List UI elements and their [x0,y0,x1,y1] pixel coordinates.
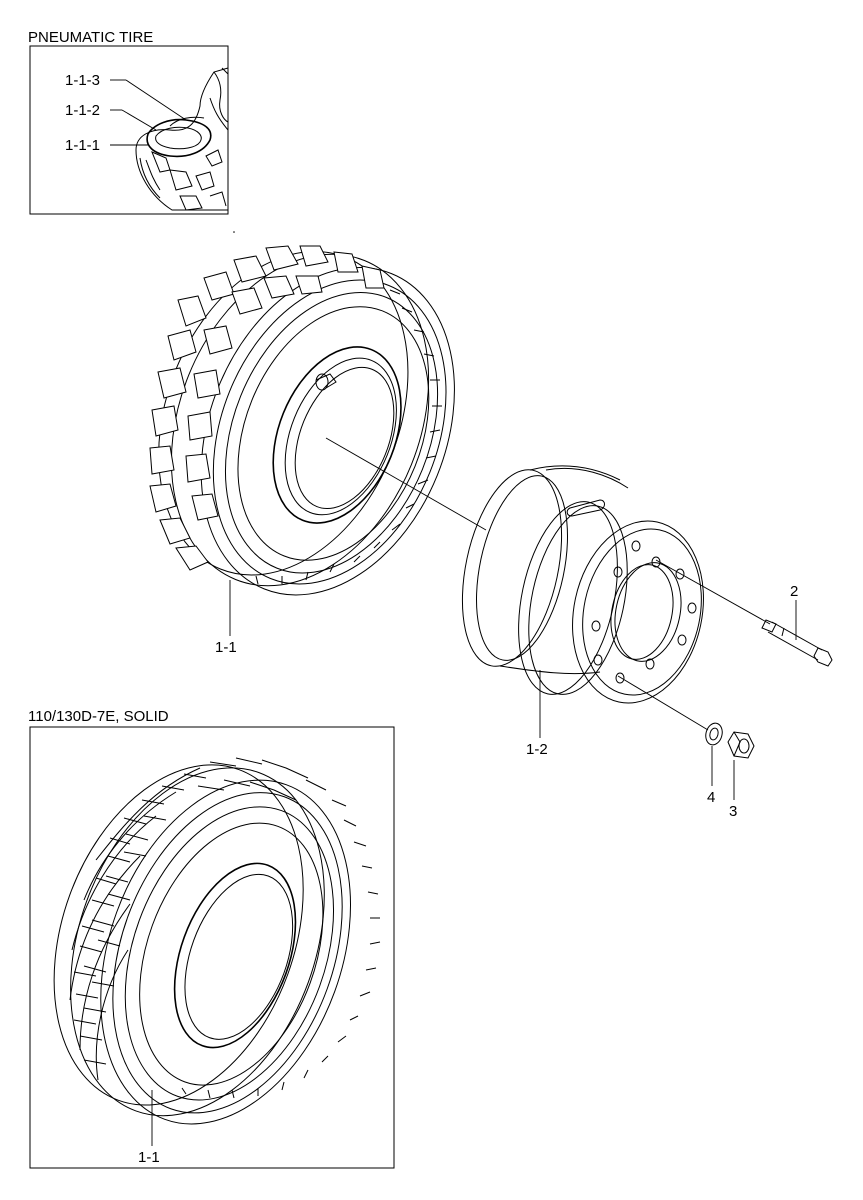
solid-tire [53,757,381,1125]
solid-inset-title: 110/130D-7E, SOLID [28,708,169,725]
callout-4: 4 [707,789,715,806]
pneumatic-inset-frame [29,45,229,215]
solid-tire-inset: 110/130D-7E, SOLID [28,708,395,1169]
callout-1-2: 1-2 [526,741,548,758]
main-tire-tread [149,245,442,585]
pneumatic-tire-cutaway [135,67,229,211]
callout-3: 3 [729,803,737,820]
wheel-rim [461,465,704,704]
callout-1-1-3: 1-1-3 [65,72,100,89]
callout-2: 2 [790,583,798,600]
main-tire-assembly: 1-1 1-2 2 4 3 [149,245,833,820]
callout-1-1-2: 1-1-2 [65,102,100,119]
callout-1-1-main: 1-1 [215,639,237,656]
callout-1-1-solid: 1-1 [138,1149,160,1166]
washer [705,722,723,746]
pneumatic-tire-inset: PNEUMATIC TIRE 1-1-3 [28,29,229,215]
callout-1-1-1: 1-1-1 [65,137,100,154]
pneumatic-inset-title: PNEUMATIC TIRE [28,29,153,46]
hex-nut [727,731,755,759]
wheel-stud [655,559,833,667]
solid-inset-frame [29,726,395,1169]
